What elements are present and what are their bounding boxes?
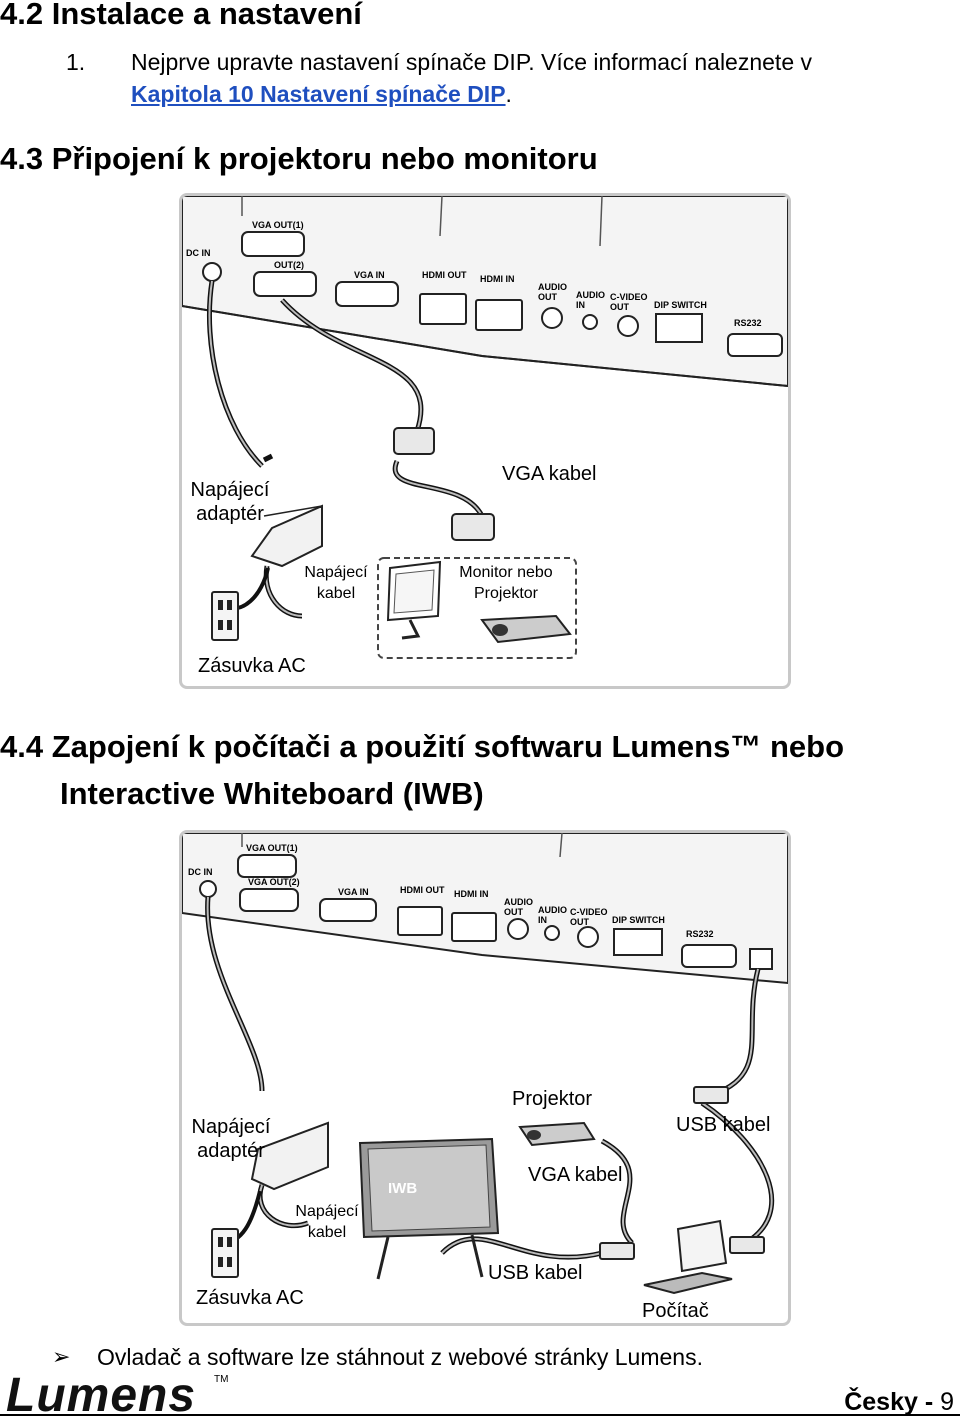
step-text: Nejprve upravte nastavení spínače DIP. V… — [131, 46, 931, 110]
port-rs232: RS232 — [734, 318, 762, 328]
ac-outlet-label-2: Zásuvka AC — [196, 1287, 304, 1309]
power-cable-line2: kabel — [316, 585, 356, 602]
monitor-line1: Monitor nebo — [459, 564, 553, 581]
step-end: . — [505, 81, 512, 107]
port-dip-switch-2: DIP SWITCH — [612, 915, 665, 925]
port-c-video-out-2: C-VIDEO OUT — [570, 907, 608, 927]
port-hdmi-in-2: HDMI IN — [454, 889, 489, 899]
port-c-video-out: C-VIDEO OUT — [610, 292, 648, 312]
port-vga-in: VGA IN — [354, 270, 385, 280]
footer-page-number: 9 — [940, 1388, 954, 1416]
port-dc-in: DC IN — [186, 248, 211, 258]
note-text: Ovladač a software lze stáhnout z webové… — [97, 1344, 703, 1370]
section-4-2-heading: 4.2 Instalace a nastavení — [0, 0, 362, 31]
diagram-computer-connection: IWB Napájecí adaptér Projektor USB kabel… — [179, 830, 791, 1326]
power-adapter-line2: adaptér — [196, 503, 264, 525]
footer-page-separator: - — [917, 1388, 941, 1416]
footer-rule — [0, 1414, 960, 1416]
power-adapter-2-line2: adaptér — [197, 1140, 265, 1162]
port-vga-out1: VGA OUT(1) — [252, 220, 304, 230]
iwb-board-label: IWB — [388, 1180, 418, 1197]
lumens-logo: Lumens — [6, 1369, 197, 1422]
power-cable-2-line1: Napájecí — [295, 1203, 359, 1220]
footer-language: Česky — [844, 1388, 918, 1416]
vga-cable-label: VGA kabel — [502, 463, 597, 485]
power-adapter-line1: Napájecí — [190, 479, 270, 501]
diagram-projector-connection: Napájecí adaptér VGA kabel Napájecí kabe… — [179, 193, 791, 689]
usb-cable-bottom-label: USB kabel — [488, 1262, 583, 1284]
port-audio-out-2: AUDIO OUT — [504, 897, 533, 917]
power-adapter-2-line1: Napájecí — [191, 1116, 271, 1138]
port-dc-in-2: DC IN — [188, 867, 213, 877]
port-vga-out2-2: VGA OUT(2) — [248, 877, 300, 887]
section-4-3-heading: 4.3 Připojení k projektoru nebo monitoru — [0, 141, 598, 176]
usb-cable-top-label: USB kabel — [676, 1114, 771, 1136]
footer-page-info: Česky - 9 — [844, 1388, 954, 1417]
port-vga-in-2: VGA IN — [338, 887, 369, 897]
port-audio-in-2: AUDIO IN — [538, 905, 567, 925]
port-audio-out: AUDIO OUT — [538, 282, 567, 302]
dip-chapter-link[interactable]: Kapitola 10 Nastavení spínače DIP — [131, 81, 506, 107]
power-adapter-label: Napájecí adaptér — [184, 478, 276, 526]
power-cable-2-line2: kabel — [307, 1224, 347, 1241]
port-hdmi-out-2: HDMI OUT — [400, 885, 445, 895]
power-adapter-label-2: Napájecí adaptér — [184, 1115, 278, 1163]
power-cable-line1: Napájecí — [304, 564, 368, 581]
port-dip-switch: DIP SWITCH — [654, 300, 707, 310]
port-hdmi-out: HDMI OUT — [422, 270, 467, 280]
port-rs232-2: RS232 — [686, 929, 714, 939]
power-cable-label: Napájecí kabel — [298, 562, 374, 604]
logo-trademark: TM — [214, 1374, 229, 1385]
projector-label: Projektor — [512, 1088, 593, 1110]
power-cable-label-2: Napájecí kabel — [290, 1201, 364, 1243]
section-4-4-heading-line2: Interactive Whiteboard (IWB) — [60, 776, 484, 811]
port-hdmi-in: HDMI IN — [480, 274, 515, 284]
step-text-main: Nejprve upravte nastavení spínače DIP. V… — [131, 49, 813, 75]
vga-cable-label-2: VGA kabel — [528, 1164, 623, 1186]
ac-outlet-label: Zásuvka AC — [198, 655, 306, 677]
port-vga-out1-2: VGA OUT(1) — [246, 843, 298, 853]
section-4-4-heading-line1: 4.4 Zapojení k počítači a použití softwa… — [0, 729, 845, 764]
port-audio-in: AUDIO IN — [576, 290, 605, 310]
monitor-line2: Projektor — [473, 585, 539, 602]
port-vga-out2: OUT(2) — [274, 260, 304, 270]
computer-label: Počítač — [642, 1300, 709, 1322]
diagram-computer-artwork — [182, 833, 788, 1295]
step-number: 1. — [66, 49, 86, 75]
diagram-projector-artwork — [182, 196, 788, 659]
monitor-projector-label: Monitor nebo Projektor — [442, 562, 570, 604]
note-bullet: ➢ — [52, 1344, 71, 1369]
